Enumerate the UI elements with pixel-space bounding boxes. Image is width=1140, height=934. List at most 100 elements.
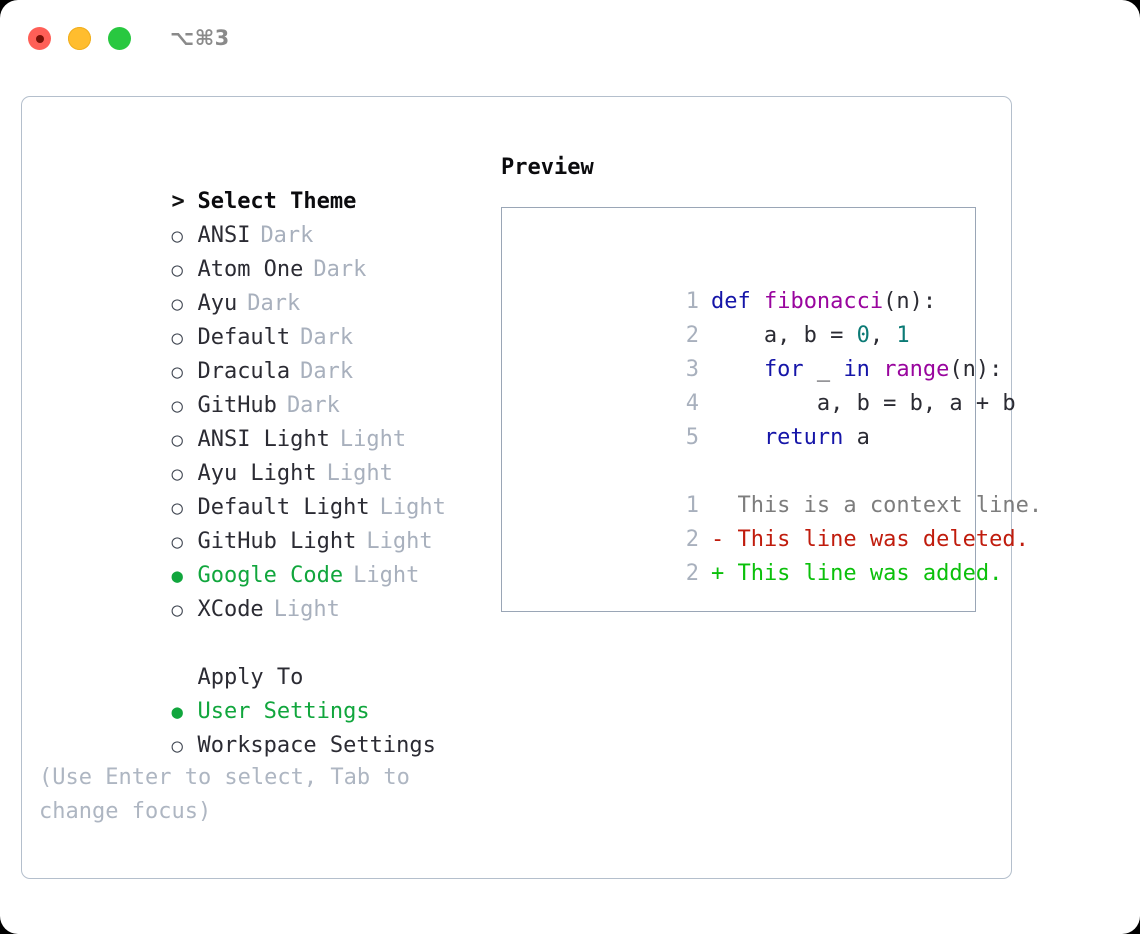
diff-text: This is a context line. — [724, 493, 1043, 518]
line-number: 2 — [685, 527, 699, 552]
theme-option-ayu-light[interactable]: ○ Ayu Light Light — [39, 423, 489, 486]
keyboard-shortcut-label: ⌥⌘3 — [170, 26, 230, 50]
minimize-button[interactable] — [68, 27, 91, 50]
code-token: range — [883, 357, 950, 382]
theme-option-label: Default Light — [197, 495, 370, 520]
theme-option-atom-one[interactable]: ○ Atom One Dark — [39, 219, 489, 282]
apply-to-header-label: Apply To — [197, 665, 304, 690]
radio-off-icon: ○ — [171, 259, 183, 281]
theme-option-dracula[interactable]: ○ Dracula Dark — [39, 321, 489, 384]
apply-to-header: Apply To — [39, 627, 489, 690]
diff-line-context: 1 This is a context line. — [502, 455, 1042, 518]
theme-option-label: Ayu — [197, 291, 238, 316]
theme-option-label: GitHub Light — [197, 529, 357, 554]
theme-option-default-light[interactable]: ○ Default Light Light — [39, 457, 489, 520]
diff-line-added: 2 + This line was added. — [502, 523, 1003, 586]
radio-off-icon: ○ — [171, 429, 183, 451]
theme-option-tag: Light — [379, 495, 446, 520]
radio-off-icon: ○ — [171, 735, 183, 757]
radio-off-icon: ○ — [171, 293, 183, 315]
code-token: a — [843, 425, 870, 450]
code-token: 1 — [896, 323, 910, 348]
apply-to-option-label: User Settings — [197, 699, 370, 724]
line-number: 1 — [685, 493, 699, 518]
radio-off-icon: ○ — [171, 463, 183, 485]
line-number: 3 — [685, 357, 699, 382]
theme-option-github-light[interactable]: ○ GitHub Light Light — [39, 491, 489, 554]
code-token: , — [869, 323, 897, 348]
diff-sign: - — [710, 527, 725, 552]
line-number: 4 — [685, 391, 699, 416]
theme-option-label: Default — [197, 325, 291, 350]
radio-off-icon: ○ — [171, 327, 183, 349]
diff-line-deleted: 2- This line was deleted. — [502, 489, 1029, 552]
radio-off-icon: ○ — [171, 395, 183, 417]
theme-picker-header: > Select Theme — [39, 151, 489, 214]
apply-to-option-label: Workspace Settings — [197, 733, 436, 758]
code-token — [711, 357, 764, 382]
theme-picker-header-label: Select Theme — [197, 189, 357, 214]
theme-option-tag: Light — [353, 563, 420, 588]
theme-option-tag: Dark — [260, 223, 314, 248]
traffic-lights — [28, 27, 131, 50]
code-line: 3 for _ in range(n): — [502, 319, 1003, 382]
code-token — [711, 425, 764, 450]
theme-option-tag: Dark — [286, 393, 340, 418]
theme-option-tag: Light — [366, 529, 433, 554]
code-token: def — [710, 289, 751, 314]
diff-sign: + — [710, 561, 725, 586]
theme-option-tag: Dark — [300, 325, 354, 350]
apply-to-option-user-settings[interactable]: ● User Settings — [39, 661, 489, 724]
title-bar: ⌥⌘3 — [0, 0, 1140, 80]
code-token: (n): — [949, 357, 1003, 382]
radio-on-icon: ● — [171, 701, 183, 723]
diff-text: This line was added. — [724, 561, 1003, 586]
code-line: 4 a, b = b, a + b — [502, 353, 1016, 416]
radio-off-icon: ○ — [171, 361, 183, 383]
caret-icon: > — [171, 189, 185, 214]
theme-option-label: XCode — [197, 597, 264, 622]
close-button[interactable] — [28, 27, 51, 50]
radio-off-icon: ○ — [171, 599, 183, 621]
radio-off-icon: ○ — [171, 225, 183, 247]
theme-option-label: Dracula — [197, 359, 291, 384]
theme-option-label: ANSI Light — [197, 427, 330, 452]
apply-to-option-workspace-settings[interactable]: ○ Workspace Settings — [39, 695, 489, 758]
theme-option-label: Atom One — [197, 257, 304, 282]
theme-option-tag: Light — [339, 427, 407, 452]
maximize-button[interactable] — [108, 27, 131, 50]
theme-option-tag: Dark — [313, 257, 367, 282]
theme-option-label: GitHub — [197, 393, 277, 418]
theme-option-label: Ayu Light — [197, 461, 317, 486]
code-token: for — [763, 357, 804, 382]
line-number: 5 — [685, 425, 699, 450]
theme-option-ayu[interactable]: ○ Ayu Dark — [39, 253, 489, 316]
theme-option-google-code[interactable]: ● Google Code Light — [39, 525, 489, 588]
theme-option-github[interactable]: ○ GitHub Dark — [39, 355, 489, 418]
code-token: return — [763, 425, 844, 450]
radio-off-icon: ○ — [171, 531, 183, 553]
radio-off-icon: ○ — [171, 497, 183, 519]
theme-option-ansi-light[interactable]: ○ ANSI Light Light — [39, 389, 489, 452]
theme-option-default[interactable]: ○ Default Dark — [39, 287, 489, 350]
code-token — [870, 357, 883, 382]
preview-title: Preview — [501, 155, 594, 180]
line-number: 2 — [685, 561, 699, 586]
theme-option-xcode[interactable]: ○ XCode Light — [39, 559, 489, 622]
radio-on-icon: ● — [171, 565, 183, 587]
code-token: (n): — [883, 289, 937, 314]
diff-text: This line was deleted. — [724, 527, 1029, 552]
code-token — [751, 289, 764, 314]
code-token: a, b = — [710, 323, 857, 348]
theme-option-label: Google Code — [197, 563, 344, 588]
theme-option-tag: Light — [273, 597, 340, 622]
line-number: 1 — [685, 289, 699, 314]
theme-option-tag: Dark — [300, 359, 354, 384]
code-token: in — [843, 357, 870, 382]
